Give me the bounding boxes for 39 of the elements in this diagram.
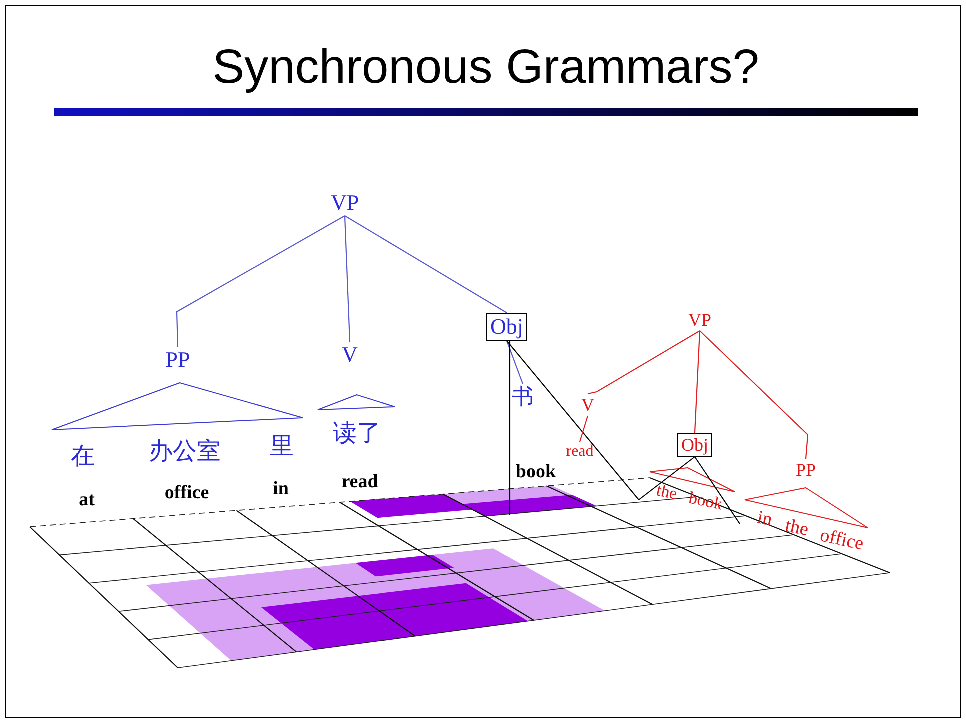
tree-branch	[700, 330, 809, 460]
tree-branch	[344, 216, 351, 342]
gloss-word: office	[164, 484, 210, 502]
constituent-triangle	[318, 394, 396, 410]
target-word: the	[784, 516, 810, 540]
gloss-word: read	[342, 472, 378, 492]
gloss-word: book	[516, 462, 556, 482]
tree-branch	[694, 330, 701, 434]
alignment-line	[506, 340, 640, 500]
tree-label: PP	[162, 347, 194, 373]
alignment-line	[509, 341, 511, 515]
target-word: office	[818, 526, 866, 554]
target-word: the	[655, 482, 679, 502]
tree-label: 书	[509, 384, 537, 410]
target-word: book	[688, 489, 724, 513]
constituent-box: Obj	[678, 433, 712, 457]
alignment-line	[638, 456, 696, 500]
source-word: 在	[71, 445, 95, 469]
constituent-box: Obj	[486, 313, 528, 341]
tree-branch	[176, 216, 346, 348]
tree-branch	[344, 216, 508, 314]
target-word: in	[756, 508, 774, 530]
tree-branch	[588, 330, 700, 395]
tree-label: V	[578, 394, 598, 416]
source-word: 里	[270, 435, 294, 459]
tree-branch	[506, 340, 524, 384]
constituent-triangle	[52, 382, 304, 430]
tree-label: VP	[686, 309, 714, 331]
tree-branch	[579, 416, 589, 442]
source-word: 读了	[333, 422, 381, 446]
tree-label: VP	[328, 190, 362, 216]
source-word: 办公室	[149, 440, 221, 464]
slide-title: Synchronous Grammars?	[212, 44, 760, 92]
tree-label: V	[339, 342, 361, 368]
tree-label: PP	[792, 459, 820, 481]
alignment-line	[694, 456, 740, 524]
gloss-word: in	[273, 480, 289, 498]
tree-label: read	[563, 442, 597, 462]
gloss-word: at	[79, 490, 95, 510]
